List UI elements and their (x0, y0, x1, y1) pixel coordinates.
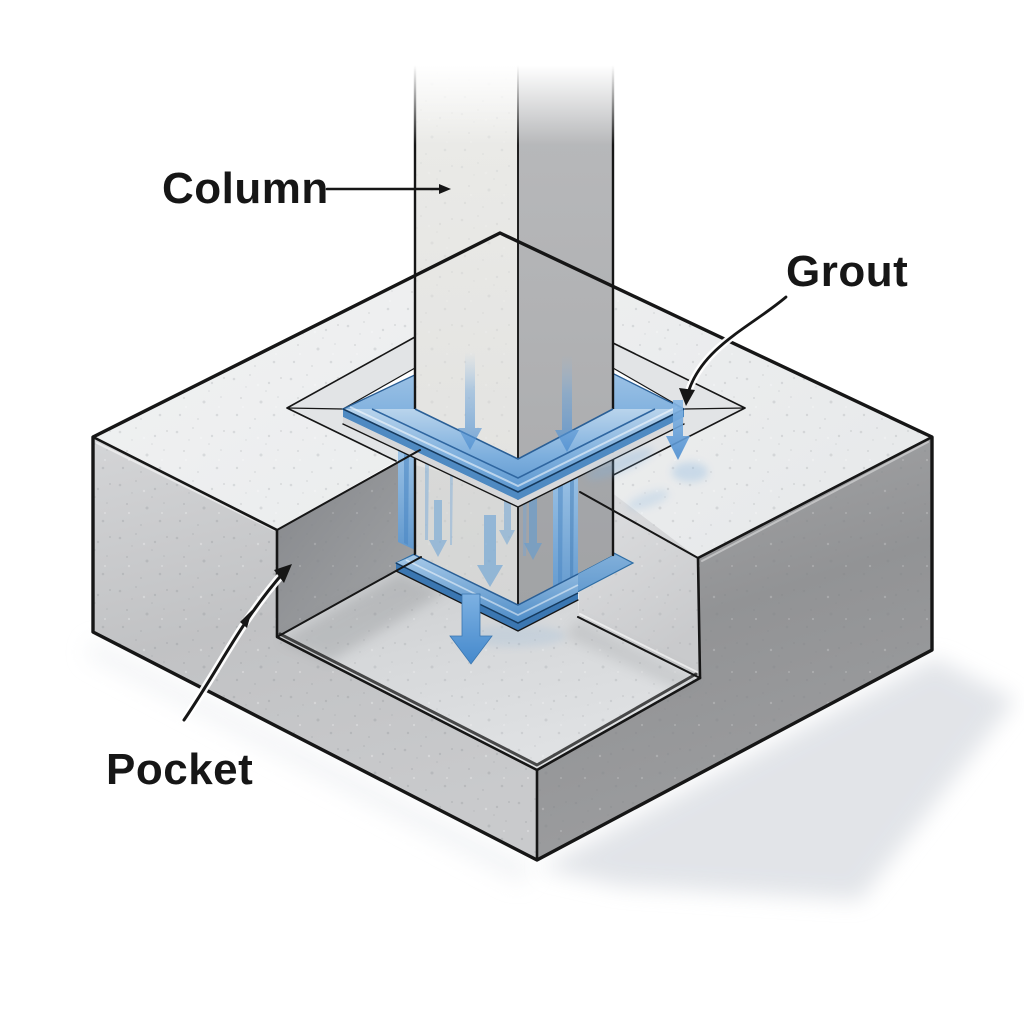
arrow-down-icon (429, 500, 447, 557)
foundation-top-surface (93, 233, 932, 558)
foundation-left-face (93, 437, 537, 860)
grout-ring-top-front (342, 406, 685, 508)
arrowhead-icon (439, 184, 451, 194)
arrowhead-icon (679, 388, 695, 406)
leader-column (325, 184, 451, 194)
label-grout: Grout (786, 247, 908, 296)
pocket-floor (277, 532, 700, 770)
grout-strip-right (553, 462, 578, 602)
grout-flow-arrows-top (458, 352, 708, 510)
grout-strip-left (398, 444, 415, 550)
leader-grout (679, 293, 790, 406)
arrow-down-icon (524, 485, 542, 560)
arrowhead-icon (240, 610, 252, 628)
arrow-down-icon (477, 515, 503, 587)
arrow-down-icon (458, 352, 482, 450)
label-column: Column (162, 164, 329, 213)
arrow-down-icon (449, 593, 493, 665)
arrow-down-icon (499, 492, 515, 545)
column-fade (403, 0, 625, 145)
labels: Column Grout Pocket (106, 164, 908, 794)
grout-flow-arrows-pocket (429, 485, 542, 587)
pocket-wall-left (277, 450, 422, 637)
arrowhead-icon (274, 564, 292, 583)
grout-flow-arrow-main (449, 593, 493, 665)
foundation-right-face (537, 437, 932, 860)
grout-ring-bottom-front (395, 554, 579, 632)
label-pocket: Pocket (106, 745, 253, 794)
arrow-down-icon (666, 400, 690, 460)
leader-pocket (180, 564, 292, 724)
arrow-down-icon (555, 355, 579, 452)
leaders (180, 184, 790, 724)
